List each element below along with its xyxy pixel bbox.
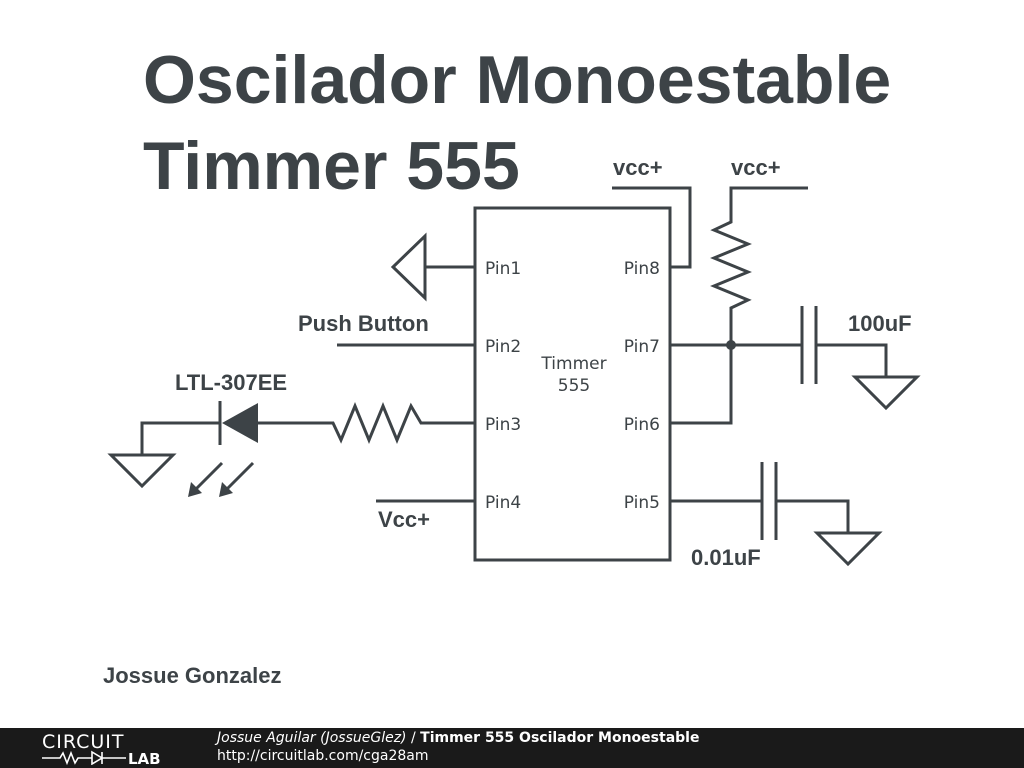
title-line-2: Timmer 555 xyxy=(143,128,520,204)
junction-node xyxy=(726,340,736,350)
pin-label-8: Pin8 xyxy=(624,259,660,279)
pin-label-4: Pin4 xyxy=(485,493,521,513)
wire-vcc-resistor-icon xyxy=(670,186,808,425)
pin-label-7: Pin7 xyxy=(624,337,660,357)
ic-name-line-1: Timmer xyxy=(540,354,606,374)
ic-555-body xyxy=(473,206,672,562)
footer-project-title: Timmer 555 Oscilador Monoestable xyxy=(420,730,700,746)
ground-cap-100uf-icon xyxy=(851,375,921,411)
led-label: LTL-307EE xyxy=(175,370,287,395)
wire-cap-100uf-ground xyxy=(816,343,888,377)
cap-100uf-label: 100uF xyxy=(848,311,912,336)
footer-separator: / xyxy=(406,730,421,746)
wire-pin3-resistor-icon xyxy=(258,402,475,444)
author-name: Jossue Gonzalez xyxy=(103,663,282,688)
footer-author: Jossue Aguilar (JossueGlez) xyxy=(217,730,407,746)
led-diode-icon xyxy=(222,403,258,443)
svg-text:LAB: LAB xyxy=(128,750,161,765)
pin-label-3: Pin3 xyxy=(485,415,521,435)
svg-text:CIRCUIT: CIRCUIT xyxy=(42,731,125,753)
footer-bar: CIRCUIT LAB Jossue Aguilar (JossueGlez) … xyxy=(0,728,1024,768)
pin-label-5: Pin5 xyxy=(624,493,660,513)
pin-label-2: Pin2 xyxy=(485,337,521,357)
footer-credit: Jossue Aguilar (JossueGlez) / Timmer 555… xyxy=(217,730,699,746)
title-line-1: Oscilador Monoestable xyxy=(143,42,891,118)
vcc-pin8-label: vcc+ xyxy=(613,155,663,180)
ic-name-line-2: 555 xyxy=(558,376,590,396)
wire-led-to-ground xyxy=(140,421,220,455)
ground-led-icon xyxy=(107,453,177,489)
circuitlab-logo: CIRCUIT LAB xyxy=(42,731,161,765)
push-button-label: Push Button xyxy=(298,311,429,336)
ground-cap-001uf-icon xyxy=(813,531,883,567)
schematic-diagram: Oscilador Monoestable Timmer 555 Timmer … xyxy=(107,42,921,570)
wire-cap-001uf-ground xyxy=(776,499,850,533)
vcc-pin4-label: Vcc+ xyxy=(378,507,430,532)
footer-url-link[interactable]: http://circuitlab.com/cga28am xyxy=(217,748,429,764)
pin-label-6: Pin6 xyxy=(624,415,660,435)
cap-001uf-label: 0.01uF xyxy=(691,545,761,570)
vcc-resistor-label: vcc+ xyxy=(731,155,781,180)
ground-pin1-icon xyxy=(390,232,427,302)
led-emission-arrows-icon xyxy=(188,461,255,497)
pin-label-1: Pin1 xyxy=(485,259,521,279)
wire-pin8-vcc xyxy=(612,186,692,269)
